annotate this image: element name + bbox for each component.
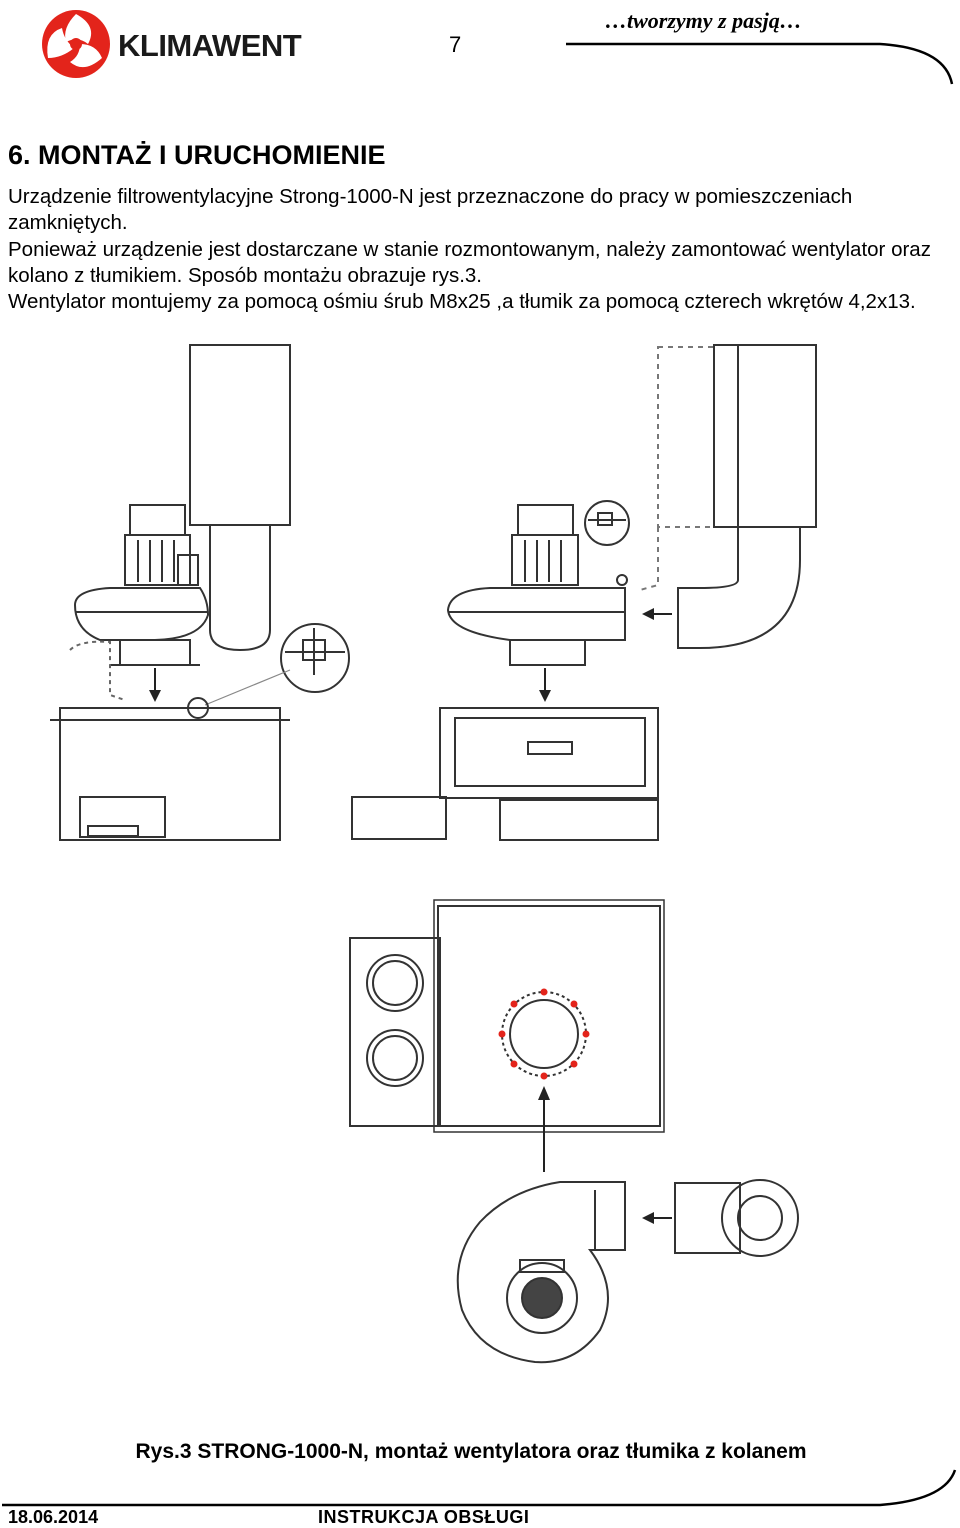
bolt-markers	[498, 988, 590, 1080]
footer-date: 18.06.2014	[8, 1507, 99, 1527]
body-text: Urządzenie filtrowentylacyjne Strong-100…	[8, 184, 953, 315]
header-swoosh	[566, 42, 954, 85]
footer-doc-title: INSTRUKCJA OBSŁUGI	[318, 1507, 530, 1527]
paragraph-fasteners: Wentylator montujemy za pomocą ośmiu śru…	[8, 290, 916, 314]
drawing-side-view-left	[50, 344, 350, 841]
header-tagline: …tworzymy z pasją…	[605, 8, 802, 33]
page-number: 7	[449, 32, 462, 57]
drawing-top-view	[349, 899, 799, 1364]
section-title: 6. MONTAŻ I URUCHOMIENIE	[8, 140, 386, 170]
klimawent-logo-icon	[42, 10, 110, 78]
figure-caption: Rys.3 STRONG-1000-N, montaż wentylatora …	[135, 1440, 807, 1463]
drawing-side-view-right	[351, 344, 817, 841]
footer-swoosh	[2, 1469, 957, 1507]
brand-logo-text: KLIMAWENT	[118, 28, 302, 63]
paragraph-assembly: Ponieważ urządzenie jest dostarczane w s…	[8, 237, 931, 287]
paragraph-intro: Urządzenie filtrowentylacyjne Strong-100…	[8, 185, 853, 235]
